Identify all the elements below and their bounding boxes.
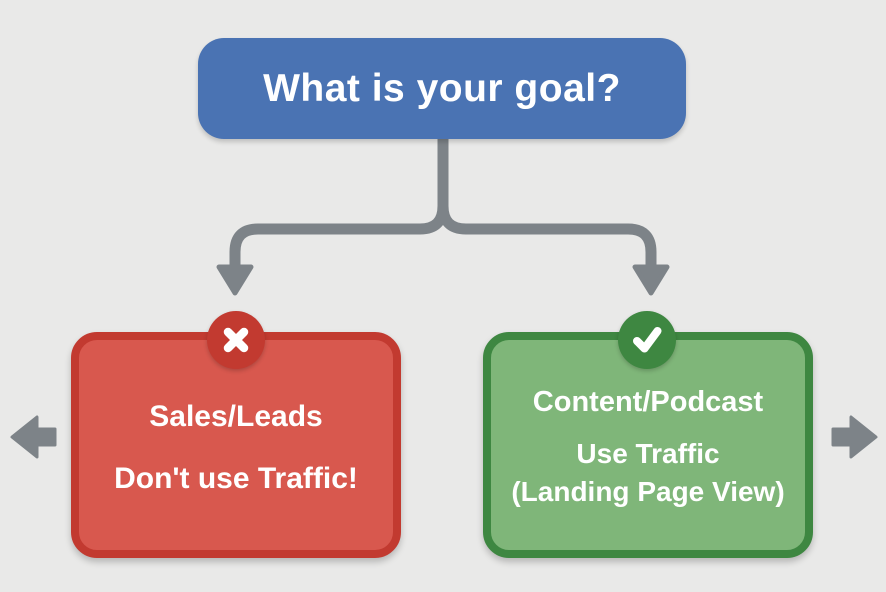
right-edge-arrow-icon	[831, 415, 878, 459]
sales-leads-label: Sales/Leads	[149, 400, 323, 433]
sales-leads-node: Sales/Leads Don't use Traffic!	[71, 332, 401, 558]
left-edge-arrow-icon	[10, 415, 57, 459]
check-badge	[618, 311, 676, 369]
dont-use-traffic-label: Don't use Traffic!	[114, 462, 358, 495]
goal-question-node: What is your goal?	[198, 38, 686, 139]
arrowhead-down-left-icon	[216, 264, 254, 296]
x-icon	[223, 327, 249, 353]
content-podcast-label: Content/Podcast	[532, 385, 764, 418]
check-icon	[633, 327, 662, 353]
content-podcast-node: Content/Podcast Use Traffic (Landing Pag…	[483, 332, 813, 558]
goal-question-label: What is your goal?	[263, 66, 621, 110]
use-traffic-label: Use Traffic (Landing Page View)	[511, 435, 784, 511]
use-traffic-line: Use Traffic	[576, 437, 720, 469]
x-badge	[207, 311, 265, 369]
fork-connector	[216, 130, 670, 296]
arrowhead-down-right-icon	[632, 264, 670, 296]
landing-page-view-line: (Landing Page View)	[511, 475, 785, 507]
